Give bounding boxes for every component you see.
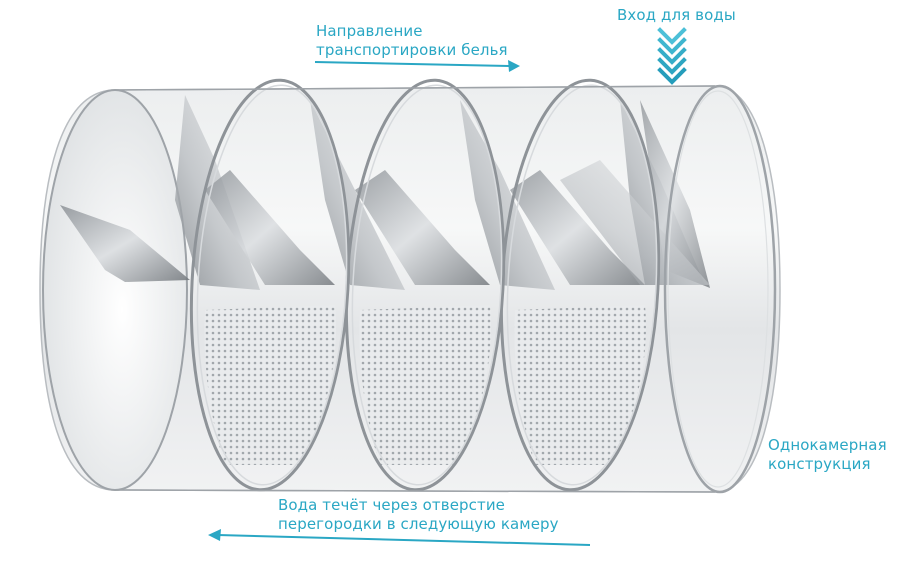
water-inlet-label: Вход для воды [617,6,736,24]
transport-direction-line1: Направление [316,22,423,40]
perforation-zone-1 [204,305,336,465]
perforation-zone-3 [514,305,646,465]
water-flow-line2: перегородки в следующую камеру [278,515,559,533]
transport-direction-arrow [314,60,520,72]
perforation-zone-2 [359,305,491,465]
drum-left-end [42,89,188,491]
drum-right-end [663,84,777,494]
transport-direction-line2: транспортировки белья [316,41,508,59]
water-inlet-chevrons [657,27,687,85]
single-chamber-line2: конструкция [768,455,871,473]
water-flow-label: Вода течёт через отверстие перегородки в… [278,496,559,534]
water-flow-arrow [208,529,591,546]
partition-rims [189,78,661,492]
single-chamber-label: Однокамерная конструкция [768,436,887,474]
transport-direction-label: Направление транспортировки белья [316,22,508,60]
water-flow-line1: Вода течёт через отверстие [278,496,506,514]
single-chamber-line1: Однокамерная [768,436,887,454]
